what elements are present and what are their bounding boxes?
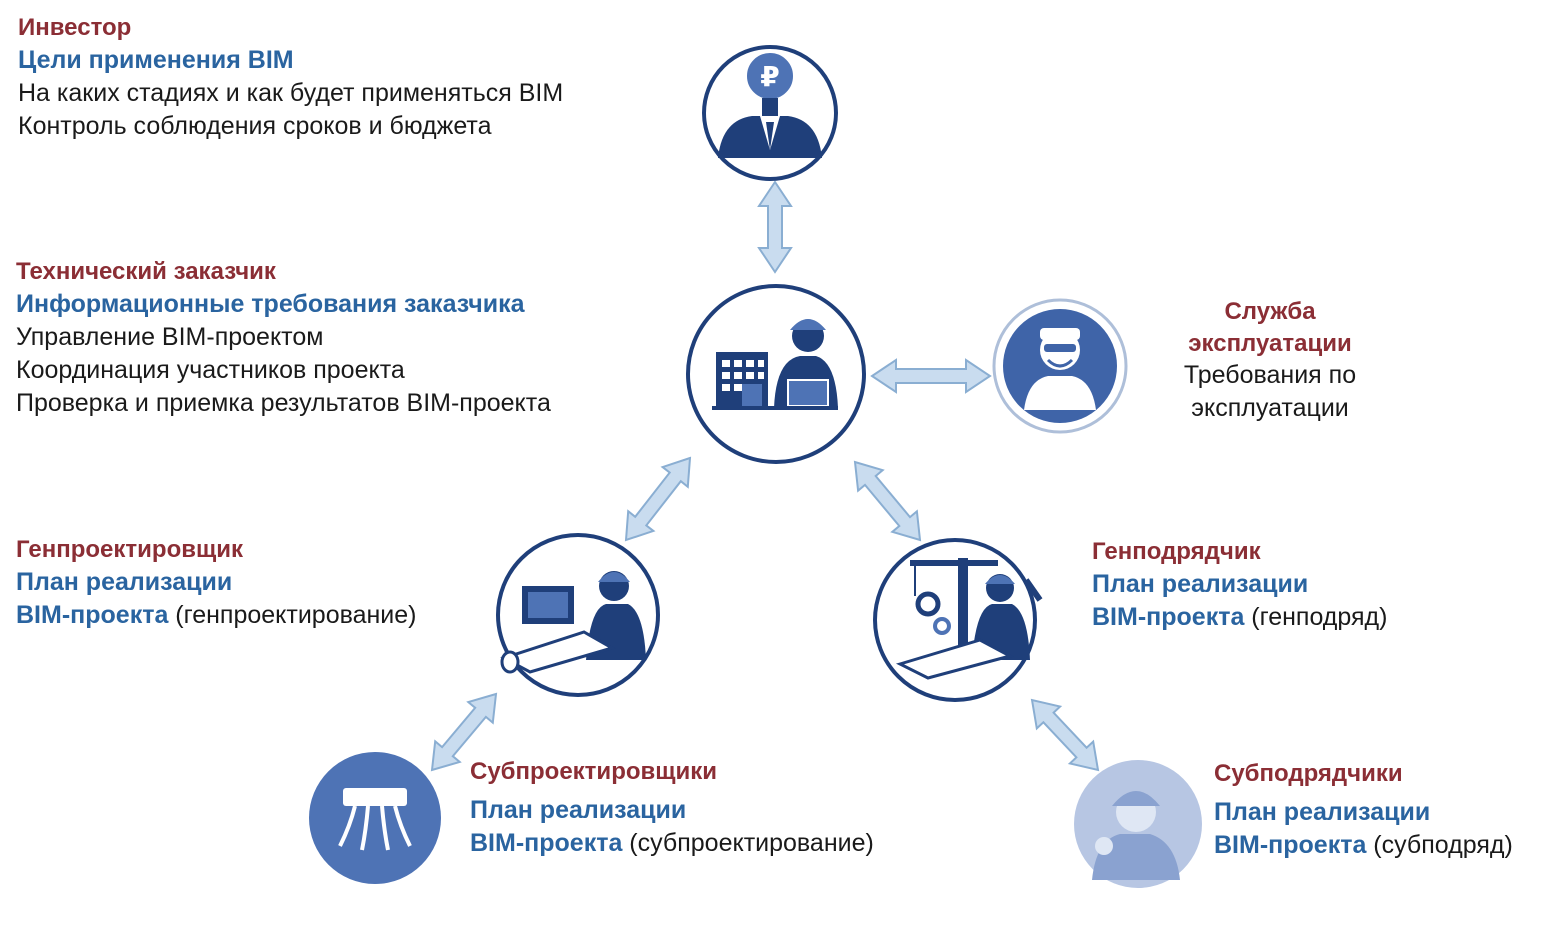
investor-doc: Цели применения BIM <box>18 45 294 74</box>
sub-contractors-role: Субподрядчики <box>1214 760 1403 787</box>
sub-designers-suffix: (субпроектирование) <box>622 828 874 857</box>
sub-designers-text: Субпроектировщики План реализации BIM-пр… <box>470 756 874 860</box>
operations-role-1: Служба <box>1224 298 1316 325</box>
investor-role: Инвестор <box>18 14 132 41</box>
ruble-businessman-icon: ₽ <box>718 51 822 158</box>
tech-customer-line-3: Проверка и приемка результатов BIM-проек… <box>16 388 551 417</box>
svg-text:₽: ₽ <box>760 60 779 93</box>
tech-customer-doc: Информационные требования заказчика <box>16 289 525 318</box>
investor-line-1: На каких стадиях и как будет применяться… <box>18 78 564 107</box>
sub-contractors-text: Субподрядчики План реализации BIM-проект… <box>1214 758 1513 862</box>
gen-contractor-doc-2: BIM-проекта <box>1092 602 1245 631</box>
investor-text: Инвестор Цели применения BIM На каких ст… <box>18 12 563 143</box>
builder-crane-gears-icon <box>895 558 1043 680</box>
gen-contractor-role: Генподрядчик <box>1092 538 1261 565</box>
investor-line-2: Контроль соблюдения сроков и бюджета <box>18 111 492 140</box>
tech-customer-line-1: Управление BIM-проектом <box>16 322 324 351</box>
worker-thumbs-up-icon <box>1092 791 1180 880</box>
sub-contractors-doc-1: План реализации <box>1214 797 1431 826</box>
gen-designer-node <box>496 533 660 697</box>
tech-customer-text: Технический заказчик Информационные треб… <box>16 256 551 420</box>
operations-text: Служба эксплуатации Требования по эксплу… <box>1150 296 1390 425</box>
arrow-investor-tech <box>757 180 793 274</box>
gen-contractor-node <box>873 538 1043 702</box>
tech-customer-role: Технический заказчик <box>16 258 276 285</box>
hvac-unit-icon <box>338 788 412 851</box>
designer-blueprints-icon <box>500 571 646 674</box>
gen-contractor-text: Генподрядчик План реализации BIM-проекта… <box>1092 536 1387 634</box>
sub-designers-role: Субпроектировщики <box>470 758 718 785</box>
arrow-gencontractor-subcontractors <box>1030 698 1100 772</box>
gen-designer-doc-2: BIM-проекта <box>16 600 169 629</box>
tech-customer-node <box>686 284 866 464</box>
sub-contractors-suffix: (субподряд) <box>1366 830 1513 859</box>
sub-designers-node <box>309 752 441 884</box>
sub-designers-doc-2: BIM-проекта <box>470 828 623 857</box>
sub-contractors-node <box>1074 760 1202 888</box>
operations-node <box>992 298 1128 434</box>
operations-role-2: эксплуатации <box>1188 329 1352 357</box>
investor-node: ₽ <box>702 45 838 181</box>
arrow-tech-gencontractor <box>853 460 922 542</box>
connection-arrows <box>430 180 1100 772</box>
gen-designer-doc-1: План реализации <box>16 567 233 596</box>
gen-contractor-doc-1: План реализации <box>1092 569 1309 598</box>
sub-designers-doc-1: План реализации <box>470 795 687 824</box>
gen-designer-role: Генпроектировщик <box>16 536 244 563</box>
sub-contractors-doc-2: BIM-проекта <box>1214 830 1367 859</box>
arrow-gendesigner-subdesigners <box>430 692 498 772</box>
arrow-tech-operations <box>870 358 992 394</box>
arrow-tech-gendesigner <box>624 456 692 542</box>
operations-line-1: Требования по <box>1183 361 1357 390</box>
engineer-building-laptop-icon <box>712 319 838 410</box>
maintenance-worker-icon <box>1024 328 1096 410</box>
operations-line-2: эксплуатации <box>1191 394 1349 423</box>
gen-contractor-suffix: (генподряд) <box>1244 602 1388 631</box>
gen-designer-suffix: (генпроектирование) <box>168 600 417 629</box>
tech-customer-line-2: Координация участников проекта <box>16 355 405 384</box>
gen-designer-text: Генпроектировщик План реализации BIM-про… <box>16 534 417 632</box>
